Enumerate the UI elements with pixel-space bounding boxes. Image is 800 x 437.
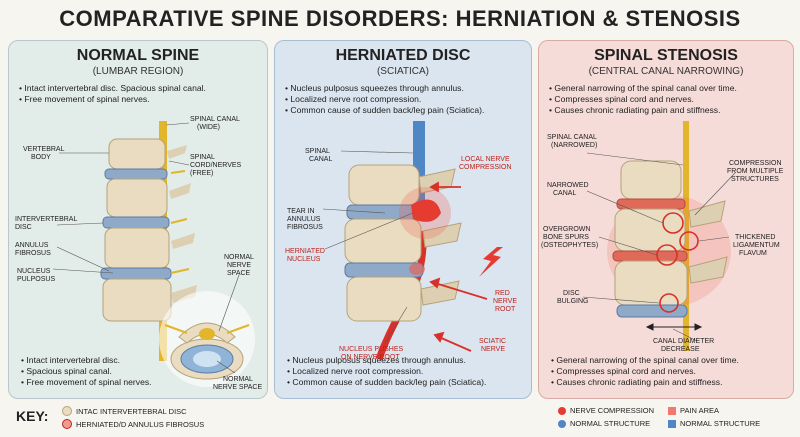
bullet: Free movement of spinal nerves. xyxy=(24,94,267,105)
bullet: Compresses spinal cord and nerves. xyxy=(556,366,739,377)
page-title: COMPARATIVE SPINE DISORDERS: HERNIATION … xyxy=(59,6,741,31)
nerve-compression-swatch-icon xyxy=(558,406,566,415)
bullet: Free movement of spinal nerves. xyxy=(26,377,151,388)
bullet: Causes chronic radiating pain and stiffn… xyxy=(554,105,793,116)
pain-lightning-icon xyxy=(479,247,503,277)
key-item-normal-structure-1: NORMAL STRUCTURE xyxy=(558,419,650,428)
key-title: KEY: xyxy=(16,408,49,424)
bullet: Causes chronic radiating pain and stiffn… xyxy=(556,377,739,388)
herniated-annulus-swatch-icon xyxy=(62,419,72,429)
bottom-bullets-stenosis: General narrowing of the spinal canal ov… xyxy=(551,355,739,388)
normal-structure-swatch-icon xyxy=(558,419,566,428)
bullet: General narrowing of the spinal canal ov… xyxy=(556,355,738,366)
bullet: Intact intervertebral disc. xyxy=(26,355,152,366)
herniated-nucleus xyxy=(411,199,441,222)
key-item-nerve-compression: NERVE COMPRESSION xyxy=(558,406,654,415)
vertebra-stack-herniated xyxy=(344,164,462,322)
vertebra-stack xyxy=(100,138,197,322)
key-item-normal-structure-2: NORMAL STRUCTURE xyxy=(668,419,760,428)
label-spinal-canal-narrowed: SPINAL CANAL(NARROWED) xyxy=(547,134,597,149)
top-bullets-herniated: Nucleus pulposus squeezes through annulu… xyxy=(275,83,531,116)
bullet: Spacious spinal canal. xyxy=(26,366,152,377)
panel-subheading-stenosis: (CENTRAL CANAL NARROWING) xyxy=(588,66,744,77)
spinal-cord-stenosis xyxy=(683,121,689,351)
bullet: Common cause of sudden back/leg pain (Sc… xyxy=(290,105,531,116)
bullet: Compresses spinal cord and nerves. xyxy=(554,94,793,105)
key-item-intact-disc: INTAC INTERVERTEBRAL DISC xyxy=(62,406,187,416)
key-item-herniated-annulus: HERNIATED/D ANNULUS FIBROSUS xyxy=(62,419,204,429)
top-bullets-stenosis: General narrowing of the spinal canal ov… xyxy=(539,83,793,116)
legend-key: KEY: INTAC INTERVERTEBRAL DISC HERNIATED… xyxy=(10,404,790,434)
bullet: Nucleus pulposus squeezes through annulu… xyxy=(292,355,486,366)
normal-structure-square-icon xyxy=(668,419,676,428)
normal-cross-section xyxy=(159,291,255,387)
key-item-pain-area: PAIN AREA xyxy=(668,406,719,415)
bullet: Nucleus pulposus squeezes through annulu… xyxy=(290,83,531,94)
panel-heading-stenosis: SPINAL STENOSIS xyxy=(594,47,738,64)
vertebra-stack-stenosis xyxy=(612,160,728,318)
bottom-bullets-herniated: Nucleus pulposus squeezes through annulu… xyxy=(287,355,486,388)
bullet: General narrowing of the spinal canal ov… xyxy=(554,83,793,94)
panel-subheading-normal: (LUMBAR REGION) xyxy=(92,66,184,77)
bottom-bullets-normal: Intact intervertebral disc. Spacious spi… xyxy=(21,355,152,388)
bullet: Localized nerve root compression. xyxy=(292,366,486,377)
label-spinal-canal-wide: SPINAL CANAL(WIDE) xyxy=(190,116,240,131)
panel-heading-normal: NORMAL SPINE xyxy=(76,47,200,64)
panel-heading-herniated: HERNIATED DISC xyxy=(335,47,471,64)
intact-disc-swatch-icon xyxy=(62,406,72,416)
bullet: Common cause of sudden back/leg pain (Sc… xyxy=(292,377,486,388)
bullet: Localized nerve root compression. xyxy=(290,94,531,105)
top-bullets-normal: Intact intervertebral disc. Spacious spi… xyxy=(9,83,267,105)
panel-subheading-herniated: (SCIATICA) xyxy=(376,66,430,77)
pain-area-swatch-icon xyxy=(668,406,676,415)
bullet: Intact intervertebral disc. Spacious spi… xyxy=(24,83,267,94)
